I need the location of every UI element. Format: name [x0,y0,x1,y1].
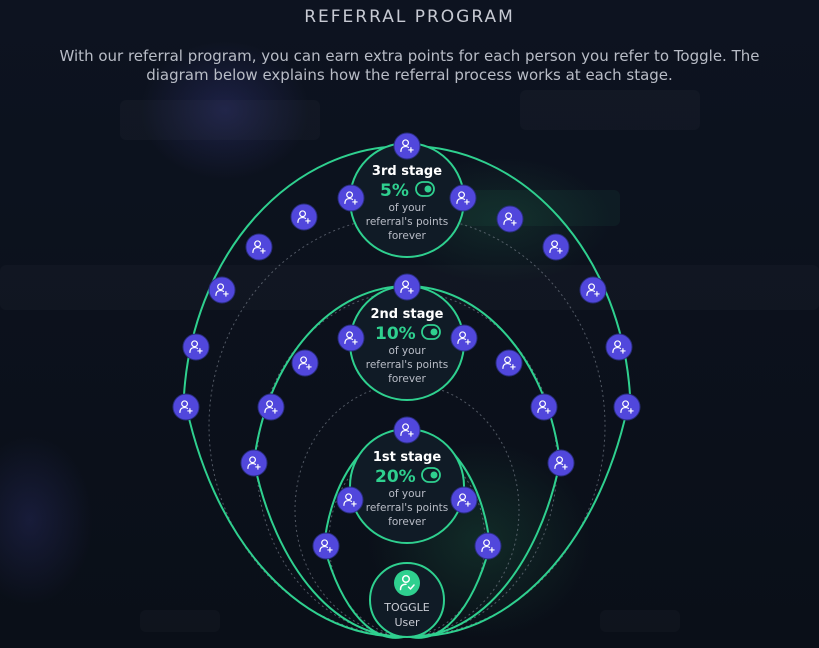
referral-node [474,532,502,560]
referral-node [450,486,478,514]
referral-node [337,184,365,212]
stage-percent: 10% [375,324,416,344]
toggle-icon [415,181,435,197]
referral-node [257,393,285,421]
referral-node [393,416,421,444]
toggle-icon [421,324,441,340]
stage-1-circle: 1st stage 20% of your referral's points … [349,428,465,544]
referral-node [449,184,477,212]
referral-node [245,233,273,261]
referral-node [290,203,318,231]
stage-description: referral's points [366,359,448,371]
stage-description: referral's points [366,502,448,514]
referral-node [337,324,365,352]
stage-description: forever [388,516,426,528]
referral-node [495,349,523,377]
referral-node [336,486,364,514]
stage-percent: 20% [375,467,416,487]
toggle-user-circle: TOGGLE User [369,562,445,638]
stage-percent: 5% [380,181,409,201]
stage-2-circle: 2nd stage 10% of your referral's points … [349,285,465,401]
referral-node [240,449,268,477]
stage-description: of your [388,345,426,357]
stage-3-circle: 3rd stage 5% of your referral's points f… [349,142,465,258]
toggle-user-label: User [394,616,420,629]
stage-description: of your [388,202,426,214]
referral-node [172,393,200,421]
referral-node [542,233,570,261]
referral-node [613,393,641,421]
toggle-icon [421,467,441,483]
stage-description: referral's points [366,216,448,228]
referral-node [496,205,524,233]
referral-node [182,333,210,361]
referral-node [208,276,236,304]
referral-node [605,333,633,361]
referral-node [393,273,421,301]
stage-description: forever [388,230,426,242]
referral-node [579,276,607,304]
stage-description: of your [388,488,426,500]
stage-description: forever [388,373,426,385]
referral-node [291,349,319,377]
referral-node [450,324,478,352]
toggle-user-label: TOGGLE [383,601,430,614]
referral-node [312,532,340,560]
stage-label: 2nd stage [371,307,444,322]
referral-nodes [172,132,641,560]
stage-label: 1st stage [373,450,442,465]
referral-node [547,449,575,477]
referral-node [530,393,558,421]
referral-node [393,132,421,160]
page-title: REFERRAL PROGRAM [304,7,515,27]
stage-label: 3rd stage [372,164,442,179]
user-check-icon [394,570,420,596]
page-description: With our referral program, you can earn … [0,47,819,85]
description-line: With our referral program, you can earn … [59,47,760,65]
description-line: diagram below explains how the referral … [146,66,673,84]
